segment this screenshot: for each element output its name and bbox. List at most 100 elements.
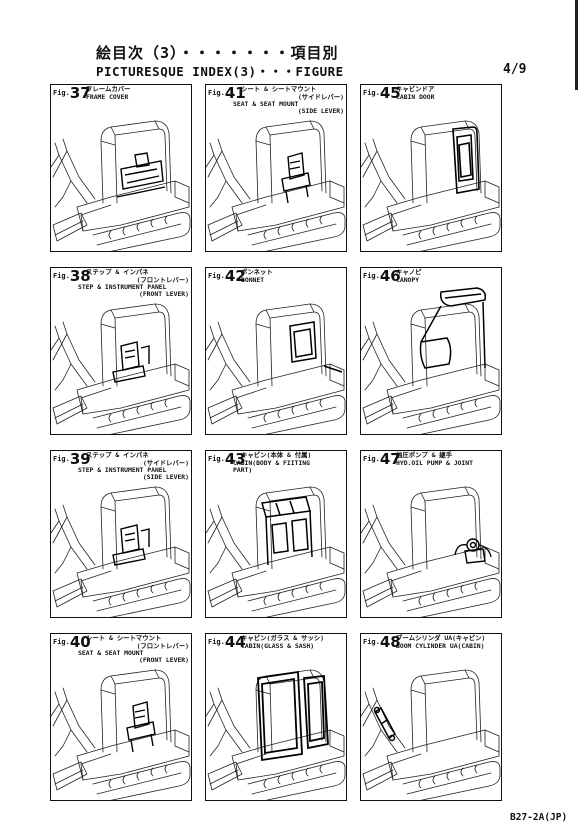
figure-prefix: Fig. (208, 455, 225, 463)
excavator-illustration (361, 451, 501, 617)
figure-number: 41 (224, 84, 246, 102)
figure-title-english: BONNET (241, 275, 265, 284)
figure-number: 47 (379, 450, 401, 468)
figure-title-english: CABIN(GLASS & SASH) (241, 641, 315, 650)
figure-number: 46 (379, 267, 401, 285)
figure-title-english: CANOPY (396, 275, 420, 284)
excavator-illustration (361, 85, 501, 251)
figure-label: Fig.44 (208, 635, 246, 650)
excavator-illustration (206, 451, 346, 617)
excavator-illustration (206, 634, 346, 800)
figure-title-english: (FRONT LEVER) (138, 655, 189, 664)
title-japanese: 絵目次（3）・・・・・・・項目別 (96, 44, 339, 62)
figure-title-japanese: ステップ & インパネ (86, 451, 149, 459)
figure-title-japanese: キャビン(ガラス & サッシ) (241, 634, 325, 642)
excavator-illustration (51, 451, 191, 617)
figure-label: Fig.43 (208, 452, 246, 467)
figure-number: 38 (69, 267, 91, 285)
title-english: PICTURESQUE INDEX(3)・・・FIGURE (96, 64, 344, 79)
figure-label: Fig.46 (363, 269, 401, 284)
figure-number: 39 (69, 450, 91, 468)
figure-label: Fig.45 (363, 86, 401, 101)
figure-title-english: SEAT & SEAT MOUNT (233, 99, 299, 108)
figure-prefix: Fig. (363, 272, 380, 280)
figure-prefix: Fig. (53, 455, 70, 463)
figure-title-japanese: ステップ & インパネ (86, 268, 149, 276)
figure-prefix: Fig. (208, 638, 225, 646)
figure-prefix: Fig. (53, 89, 70, 97)
figure-title-english: (サイドレバー) (142, 458, 189, 467)
figure-title-english: (サイドレバー) (297, 92, 344, 101)
figure-title-japanese: フレームカバー (86, 85, 131, 93)
figure-title-japanese: ボンネット (241, 268, 273, 276)
figure-label: Fig.42 (208, 269, 246, 284)
figure-title-english: SEAT & SEAT MOUNT (78, 648, 144, 657)
figure-title-japanese: キャビン(本体 & 付属) (241, 451, 312, 459)
figure-label: Fig.48 (363, 635, 401, 650)
figure-title-english: PART) (233, 465, 253, 474)
figure-prefix: Fig. (208, 272, 225, 280)
figure-title-english: BOOM CYLINDER UA(CABIN) (396, 641, 485, 650)
figure-title-english: HYD.OIL PUMP & JOINT (396, 458, 473, 467)
figure-prefix: Fig. (53, 638, 70, 646)
page-number: 4/9 (503, 62, 527, 77)
figure-title-english: STEP & INSTRUMENT PANEL (78, 282, 167, 291)
figure-title-japanese: キャビンドア (396, 85, 435, 93)
figure-title-english: FRAME COVER (86, 92, 129, 101)
figure-title-english: CABIN(BODY & FIITING (233, 458, 310, 467)
figure-prefix: Fig. (363, 455, 380, 463)
excavator-illustration (361, 268, 501, 434)
figure-label: Fig.38 (53, 269, 91, 284)
document-code: B27-2A(JP) (510, 812, 568, 823)
figure-number: 42 (224, 267, 246, 285)
figure-prefix: Fig. (363, 638, 380, 646)
excavator-illustration (361, 634, 501, 800)
figure-title-english: CABIN DOOR (396, 92, 435, 101)
figure-number: 43 (224, 450, 246, 468)
excavator-illustration (51, 268, 191, 434)
figure-number: 37 (69, 84, 91, 102)
figure-title-english: (フロントレバー) (136, 275, 189, 284)
figure-number: 48 (379, 633, 401, 651)
figure-number: 40 (69, 633, 91, 651)
figure-number: 45 (379, 84, 401, 102)
figure-label: Fig.41 (208, 86, 246, 101)
figure-title-english: (SIDE LEVER) (297, 106, 344, 115)
figure-title-japanese: 油圧ポンプ & 継手 (396, 451, 453, 459)
figure-label: Fig.37 (53, 86, 91, 101)
page-edge-bar (575, 0, 578, 90)
figure-title-english: (フロントレバー) (136, 641, 189, 650)
figure-label: Fig.40 (53, 635, 91, 650)
figure-title-japanese: ブームシリンダ UA(キャビン) (396, 634, 486, 642)
figure-title-japanese: シート & シートマウント (241, 85, 317, 93)
excavator-illustration (206, 85, 346, 251)
figure-title-japanese: キャノピ (396, 268, 422, 276)
figure-number: 44 (224, 633, 246, 651)
figure-label: Fig.47 (363, 452, 401, 467)
figure-title-english: (SIDE LEVER) (142, 472, 189, 481)
figure-prefix: Fig. (53, 272, 70, 280)
